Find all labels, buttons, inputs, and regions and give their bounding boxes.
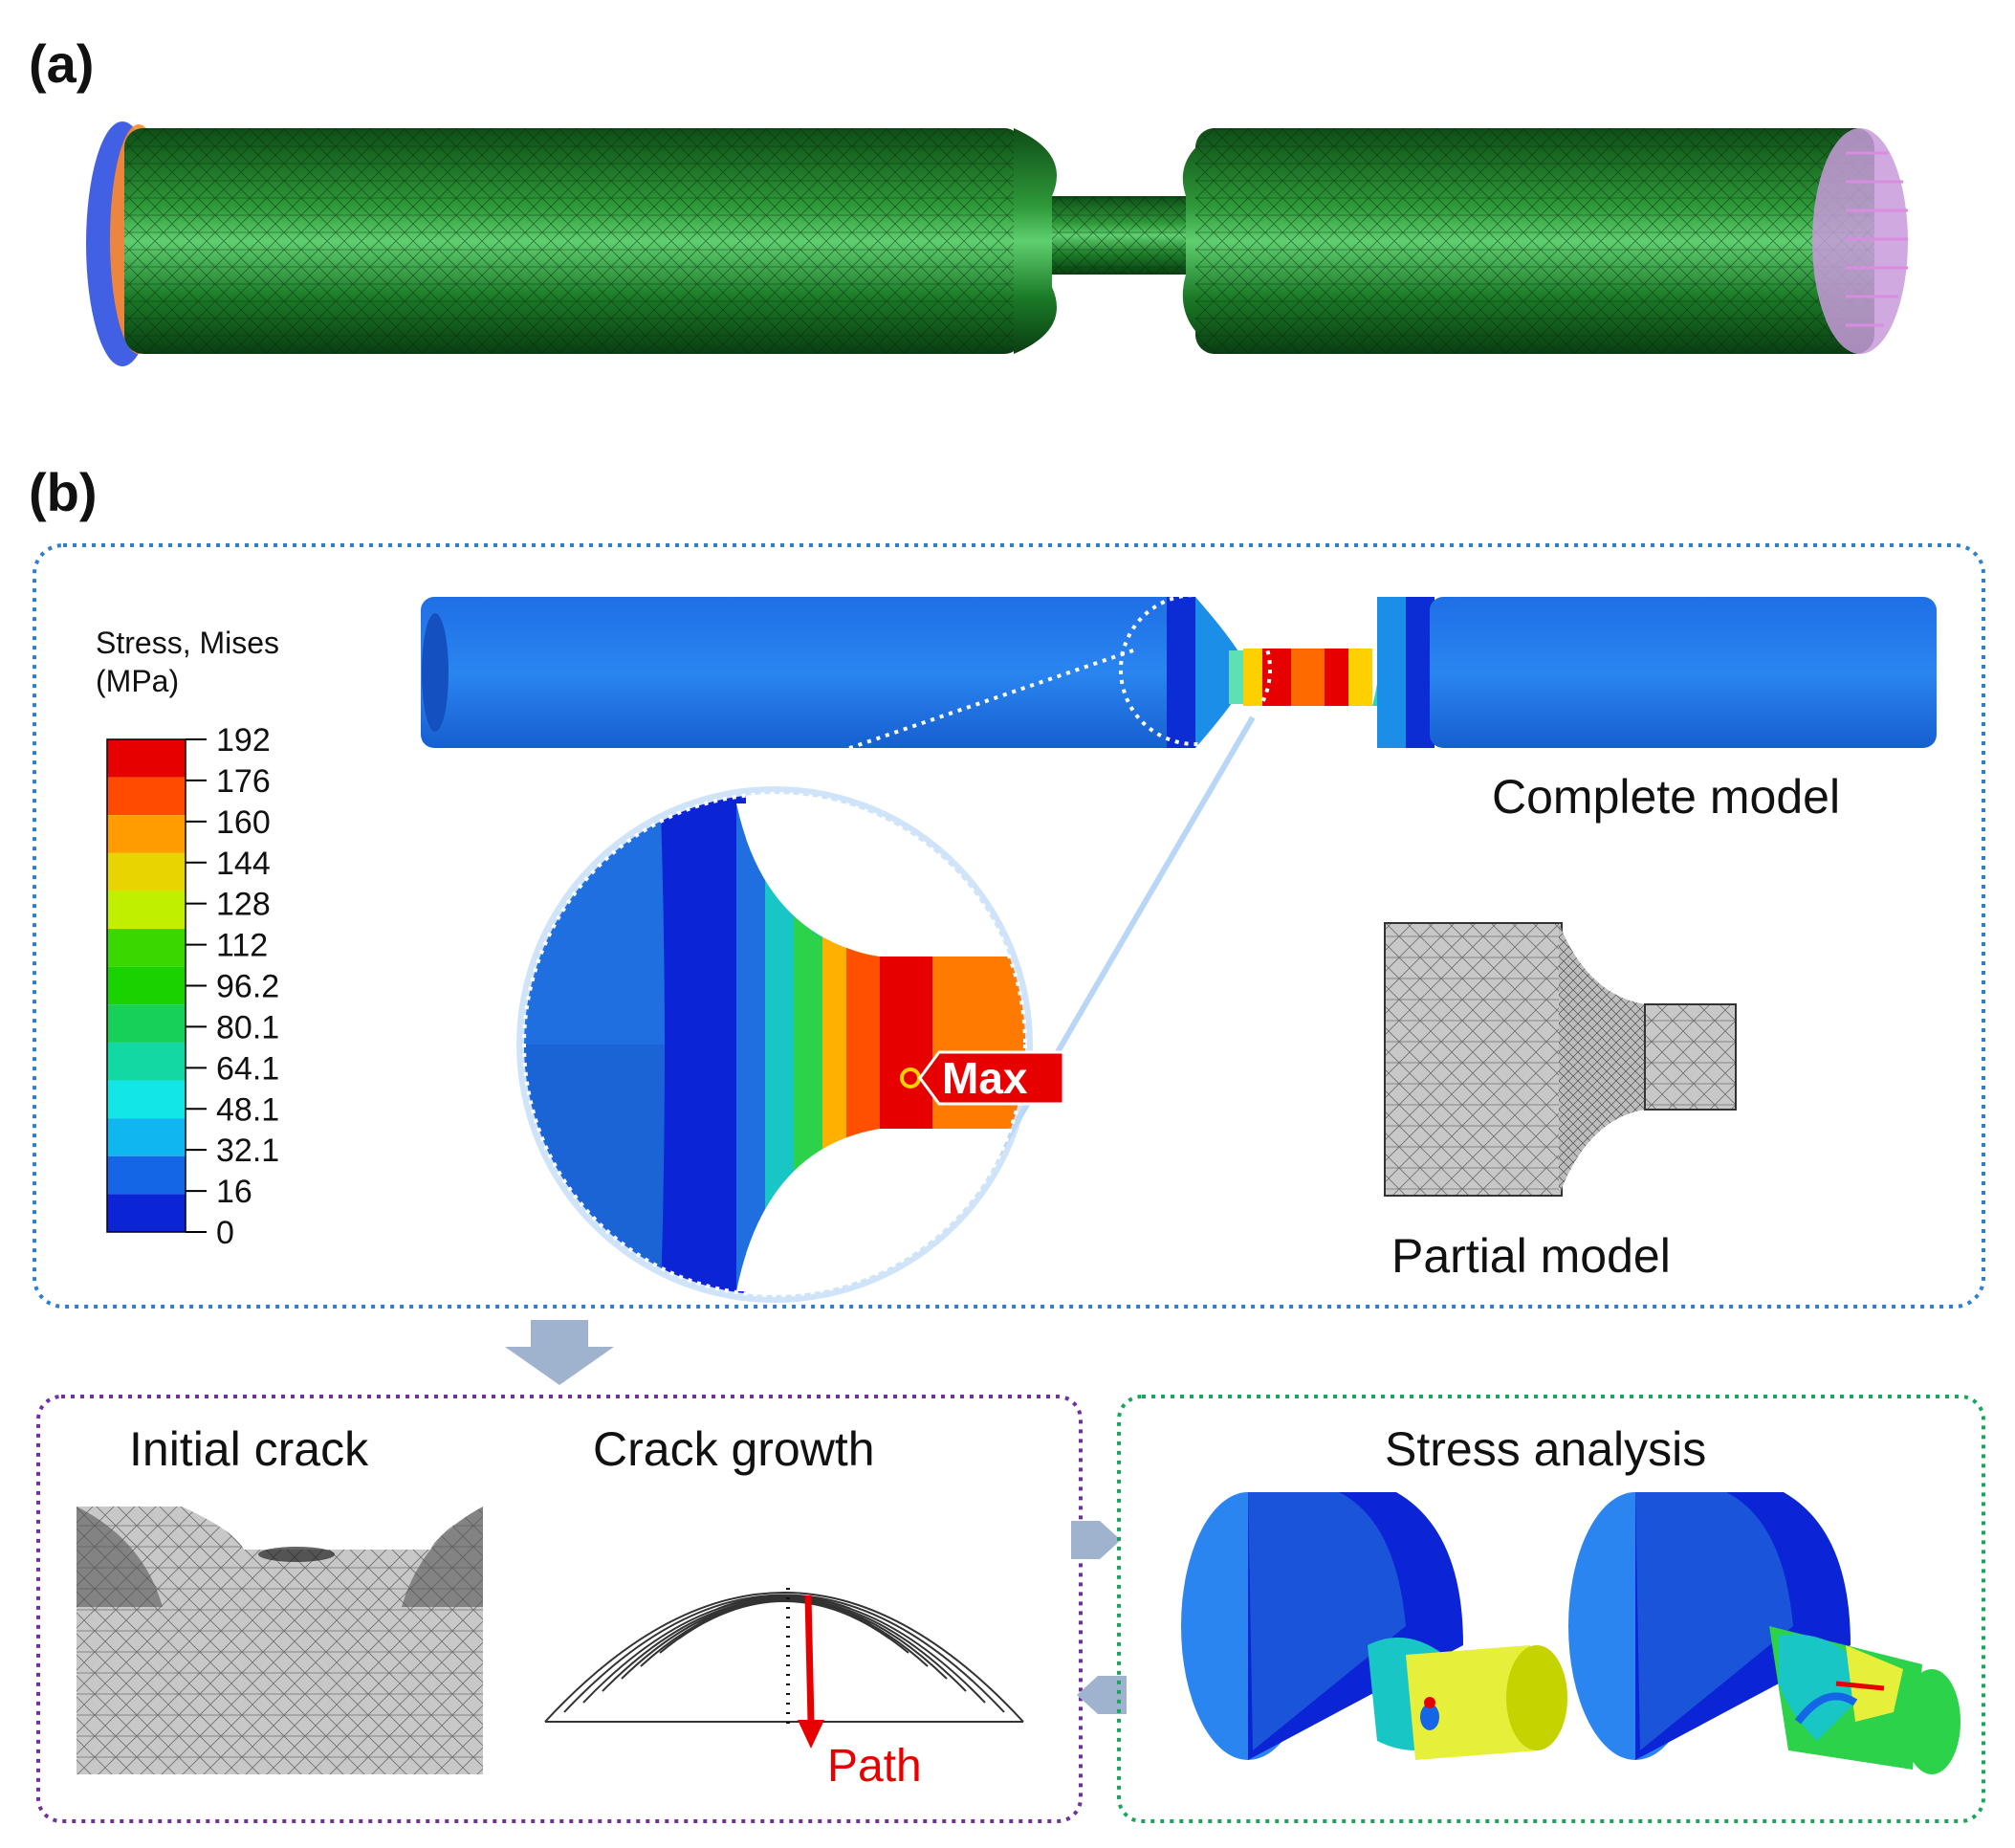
stress-model-1 [1181, 1492, 1567, 1760]
legend-tick-label: 32.1 [216, 1133, 279, 1169]
legend-swatch [107, 777, 186, 816]
crack-growth-fronts [544, 1588, 1024, 1727]
legend-tick-label: 96.2 [216, 969, 279, 1005]
zoom-connector-top [688, 649, 1134, 805]
legend-swatch [107, 1004, 186, 1043]
legend-tick-label: 64.1 [216, 1050, 279, 1087]
legend-title-line2: (MPa) [96, 664, 179, 698]
legend-tick-label: 176 [216, 763, 271, 800]
complete-model-label: Complete model [1492, 770, 1840, 824]
green-mesh-specimen [86, 121, 1908, 366]
legend-swatch [107, 966, 186, 1005]
legend-swatch [107, 815, 186, 853]
legend-tick-label: 48.1 [216, 1091, 279, 1128]
right-arrow [1071, 1521, 1121, 1559]
partial-model-label: Partial model [1391, 1229, 1671, 1283]
left-arrow [1077, 1676, 1127, 1714]
max-marker: Max [900, 1050, 1065, 1106]
crack-growth-label: Crack growth [593, 1422, 875, 1476]
legend-tick-label: 144 [216, 846, 271, 882]
panel-b-frame [33, 543, 1985, 1309]
crack-frame [36, 1395, 1083, 1823]
max-label: Max [942, 1053, 1028, 1103]
legend-tick-label: 160 [216, 804, 271, 841]
legend-swatch [107, 891, 186, 930]
legend-title-line1: Stress, Mises [96, 626, 279, 660]
legend-tick-label: 128 [216, 887, 271, 923]
path-arrow-head [798, 1720, 824, 1749]
stress-analysis-label: Stress analysis [1385, 1422, 1706, 1476]
legend-swatch [107, 739, 186, 778]
stress-analysis-frame [1117, 1395, 1985, 1823]
panel-b-label: (b) [29, 462, 98, 522]
partial-model-mesh [1384, 922, 1737, 1197]
zoom-connector-bottom [982, 715, 1256, 1178]
stress-model-2 [1568, 1492, 1960, 1774]
legend-tick-label: 0 [216, 1215, 234, 1251]
legend-swatch [107, 1080, 186, 1119]
legend-tick-label: 112 [216, 928, 268, 964]
legend-swatch [107, 1194, 186, 1232]
legend-swatch [107, 852, 186, 891]
path-label: Path [827, 1741, 922, 1792]
legend-swatch [107, 1042, 186, 1081]
legend-swatch [107, 1118, 186, 1156]
stress-legend: Stress, Mises (MPa) 19217616014412811296… [96, 626, 279, 1251]
complete-model [421, 593, 1937, 748]
path-arrow-shaft [804, 1595, 815, 1723]
legend-tick-label: 192 [216, 722, 271, 759]
initial-crack-mesh [77, 1507, 483, 1774]
legend-swatch [107, 929, 186, 967]
down-arrow [505, 1320, 614, 1385]
legend-swatch [107, 1155, 186, 1195]
legend-tick-label: 80.1 [216, 1009, 279, 1045]
initial-crack-label: Initial crack [129, 1422, 369, 1476]
panel-a-label: (a) [29, 33, 94, 94]
legend-tick-label: 16 [216, 1174, 252, 1210]
